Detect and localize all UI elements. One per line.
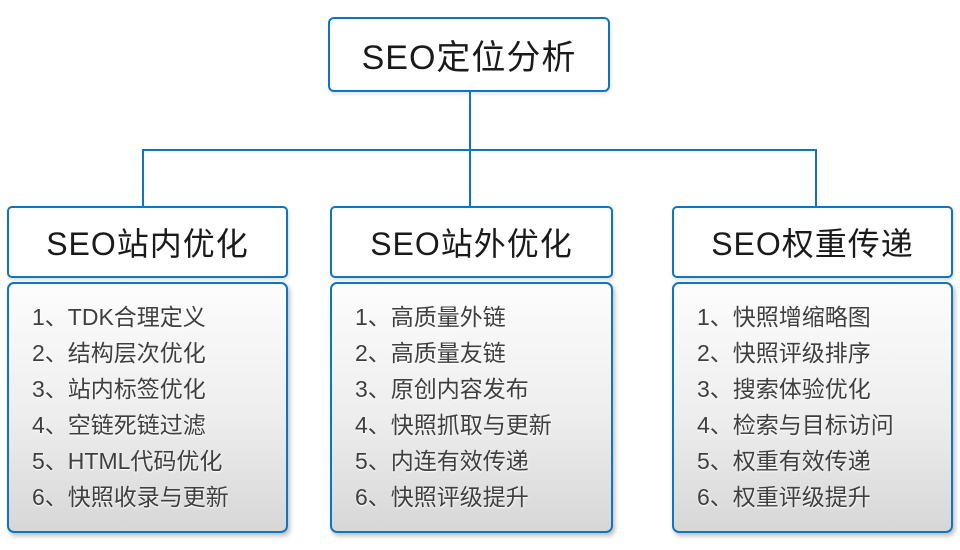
connector-root-stem	[469, 91, 471, 150]
list-item: 5、权重有效传递	[697, 448, 871, 474]
list-item: 2、快照评级排序	[697, 340, 871, 366]
list-item: 2、结构层次优化	[32, 340, 206, 366]
list-item: 6、快照收录与更新	[32, 484, 229, 510]
list-item: 4、检索与目标访问	[697, 412, 894, 438]
list-item: 2、高质量友链	[355, 340, 506, 366]
branch-onsite-header: SEO站内优化	[7, 206, 288, 278]
list-item: 5、内连有效传递	[355, 448, 529, 474]
branch-onsite-list: 1、TDK合理定义 2、结构层次优化 3、站内标签优化 4、空链死链过滤 5、H…	[7, 282, 288, 533]
branch-offsite-header: SEO站外优化	[330, 206, 613, 278]
branch-offsite-title: SEO站外优化	[370, 226, 573, 262]
list-item: 1、TDK合理定义	[32, 304, 206, 330]
list-item: 6、权重评级提升	[697, 484, 871, 510]
connector-drop-right	[815, 149, 817, 207]
connector-drop-middle	[469, 149, 471, 207]
branch-onsite-title: SEO站内优化	[46, 226, 249, 262]
list-item: 4、快照抓取与更新	[355, 412, 552, 438]
branch-weight-list: 1、快照增缩略图 2、快照评级排序 3、搜索体验优化 4、检索与目标访问 5、权…	[672, 282, 953, 533]
branch-weight-title: SEO权重传递	[711, 226, 914, 262]
list-item: 1、快照增缩略图	[697, 304, 871, 330]
branch-weight-header: SEO权重传递	[672, 206, 953, 278]
list-item: 3、搜索体验优化	[697, 376, 871, 402]
branch-weight: SEO权重传递 1、快照增缩略图 2、快照评级排序 3、搜索体验优化 4、检索与…	[672, 206, 953, 533]
list-item: 3、站内标签优化	[32, 376, 206, 402]
root-node: SEO定位分析	[328, 17, 610, 92]
list-item: 6、快照评级提升	[355, 484, 529, 510]
connector-horizontal-bar	[142, 149, 817, 151]
branch-onsite: SEO站内优化 1、TDK合理定义 2、结构层次优化 3、站内标签优化 4、空链…	[7, 206, 288, 533]
connector-drop-left	[142, 149, 144, 207]
root-node-label: SEO定位分析	[361, 39, 577, 77]
list-item: 3、原创内容发布	[355, 376, 529, 402]
list-item: 1、高质量外链	[355, 304, 506, 330]
branch-offsite: SEO站外优化 1、高质量外链 2、高质量友链 3、原创内容发布 4、快照抓取与…	[330, 206, 613, 533]
branch-offsite-list: 1、高质量外链 2、高质量友链 3、原创内容发布 4、快照抓取与更新 5、内连有…	[330, 282, 613, 533]
list-item: 5、HTML代码优化	[32, 448, 223, 474]
list-item: 4、空链死链过滤	[32, 412, 206, 438]
